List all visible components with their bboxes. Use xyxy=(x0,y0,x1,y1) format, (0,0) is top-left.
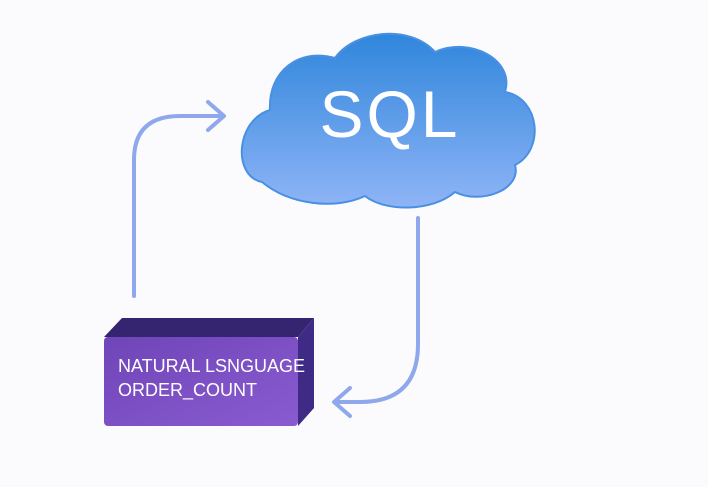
sql-cloud: SQL xyxy=(240,32,536,209)
block-label-line2: ORDER_COUNT xyxy=(118,380,257,401)
cloud-label: SQL xyxy=(319,77,460,151)
block-face xyxy=(104,337,298,426)
block-top xyxy=(104,318,314,337)
block-side xyxy=(298,318,314,426)
cloud-shape xyxy=(240,32,536,209)
arrow-up-right xyxy=(132,100,226,298)
block-label-line1: NATURAL LSNGUAGE xyxy=(118,356,305,376)
natural-language-block: NATURAL LSNGUAGE ORDER_COUNT xyxy=(104,318,314,426)
arrowhead-right-icon xyxy=(206,100,226,132)
arrow-down-left xyxy=(332,216,420,418)
arrowhead-left-icon xyxy=(332,386,352,418)
